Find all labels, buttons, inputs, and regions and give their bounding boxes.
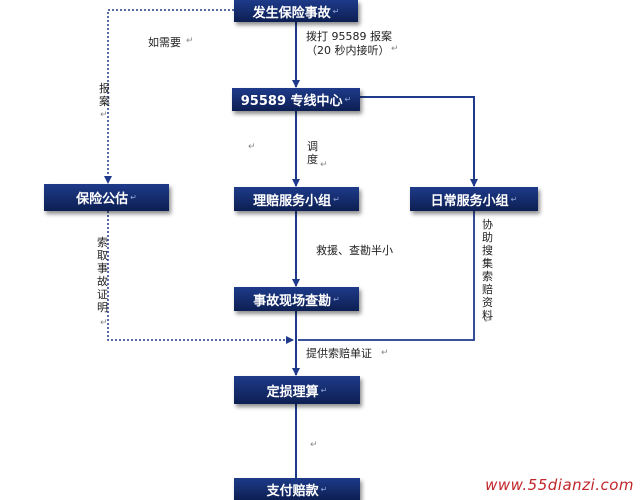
box-hotline-label: 95589 专线中心 <box>240 94 343 109</box>
label-rescue: 救援、查勘半小 <box>316 244 393 257</box>
arrow-hotline-to-service-team <box>360 96 478 187</box>
return-mark: ↵ <box>344 95 352 104</box>
box-notary: 保险公估↵ <box>44 184 169 211</box>
box-claims-team-label: 理赔服务小组 <box>253 193 332 209</box>
dotted-accident-to-notary <box>104 9 234 184</box>
label-if-needed: 如需要 <box>148 36 181 49</box>
box-survey: 事故现场查勘↵ <box>234 287 359 311</box>
label-assist-collect: 协助搜集索赔资料 <box>482 218 493 322</box>
box-claims-team: 理赔服务小组↵ <box>234 187 359 211</box>
box-assess: 定损理算↵ <box>234 376 360 404</box>
line-service-team-to-collect <box>298 211 475 341</box>
watermark: www.55dianzi.com <box>485 476 634 494</box>
return-mark: ↵ <box>333 194 340 204</box>
dotted-notary-to-assess <box>107 211 294 344</box>
box-assess-label: 定损理算 <box>266 384 319 400</box>
return-mark: ↵ <box>100 318 108 328</box>
label-provide-docs: 提供索赔单证 <box>306 347 372 360</box>
box-payout-label: 支付赔款 <box>266 483 319 499</box>
label-call-line1: 拨打 95589 报案 <box>306 30 392 43</box>
return-mark: ↵ <box>320 160 328 170</box>
return-mark: ↵ <box>391 44 399 54</box>
return-mark: ↵ <box>333 294 340 304</box>
box-accident: 发生保险事故↵ <box>234 0 358 22</box>
box-payout: 支付赔款↵ <box>234 478 360 500</box>
label-dispatch: 调度 <box>307 140 318 166</box>
box-service-team-label: 日常服务小组 <box>430 193 509 209</box>
return-mark: ↵ <box>381 348 389 358</box>
label-obtain-proof: 索取事故证明 <box>97 236 108 314</box>
box-service-team: 日常服务小组↵ <box>410 187 538 211</box>
return-mark: ↵ <box>320 484 328 494</box>
box-survey-label: 事故现场查勘 <box>253 293 332 309</box>
box-notary-label: 保险公估 <box>76 192 129 207</box>
label-report: 报案 <box>99 82 110 108</box>
return-mark: ↵ <box>248 142 256 152</box>
return-mark: ↵ <box>310 440 318 450</box>
return-mark: ↵ <box>130 193 137 202</box>
label-call-line2: （20 秒内接听） <box>306 44 390 57</box>
return-mark: ↵ <box>100 110 108 120</box>
return-mark: ↵ <box>186 36 194 46</box>
box-hotline: 95589 专线中心↵ <box>232 88 360 111</box>
return-mark: ↵ <box>332 6 340 16</box>
return-mark: ↵ <box>510 194 518 204</box>
return-mark: ↵ <box>320 385 328 395</box>
return-mark: ↵ <box>484 316 492 326</box>
box-accident-label: 发生保险事故 <box>252 5 331 21</box>
